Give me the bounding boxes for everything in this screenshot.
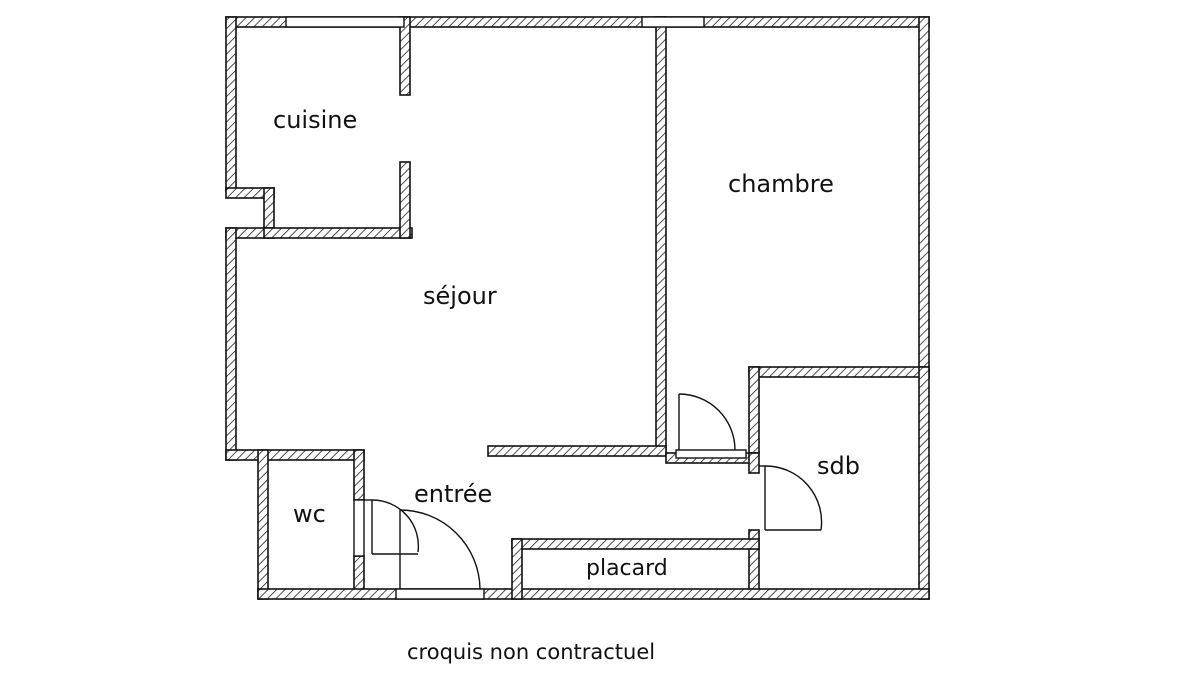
- windows: [285, 16, 705, 600]
- wc-door: [353, 499, 420, 557]
- chambre-door: [675, 393, 747, 459]
- entry-door: [399, 509, 481, 590]
- room-label-placard: placard: [586, 556, 668, 581]
- room-label-sdb: sdb: [817, 452, 860, 480]
- room-label-entree: entrée: [414, 480, 493, 508]
- room-label-sejour: séjour: [423, 282, 497, 310]
- room-label-chambre: chambre: [728, 170, 834, 198]
- sdb-door: [759, 465, 823, 531]
- plan-caption: croquis non contractuel: [407, 640, 656, 664]
- walls: [225, 16, 930, 600]
- room-label-cuisine: cuisine: [273, 106, 358, 134]
- room-label-wc: wc: [293, 500, 326, 528]
- doors: [353, 393, 823, 590]
